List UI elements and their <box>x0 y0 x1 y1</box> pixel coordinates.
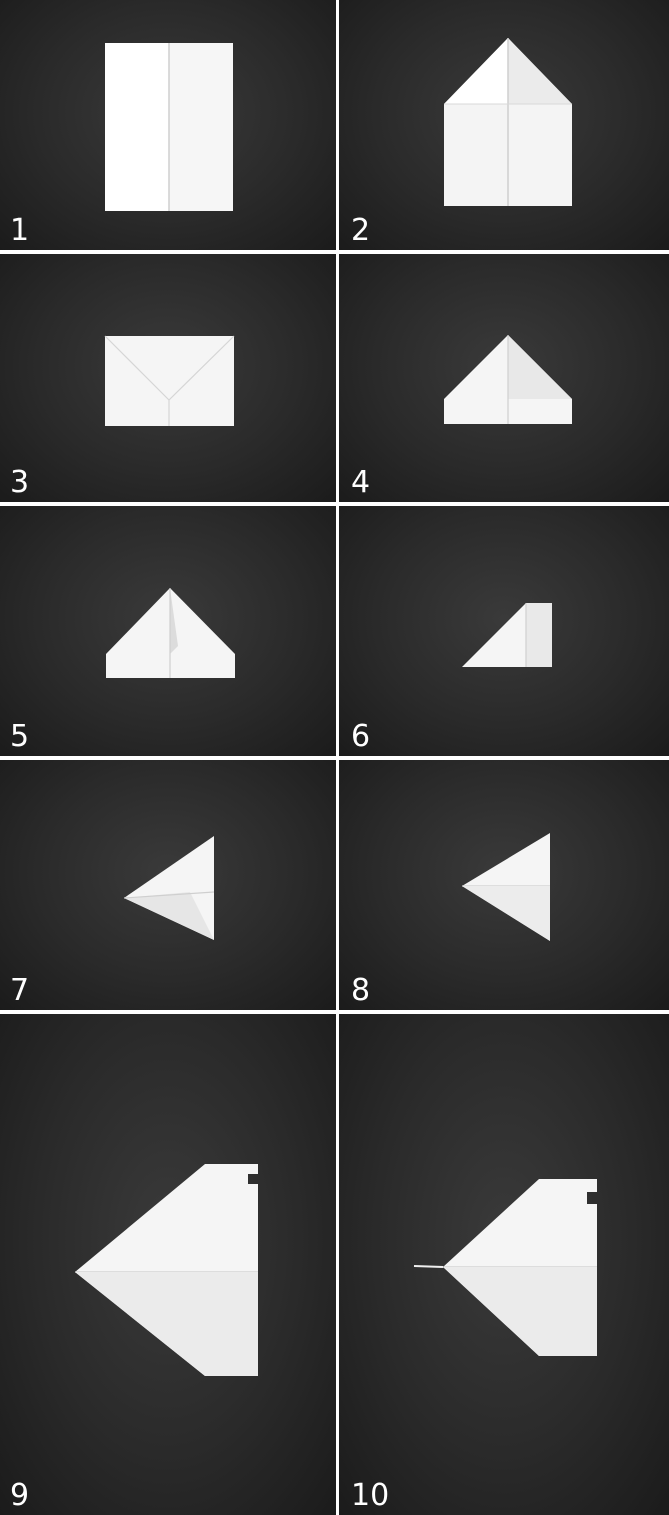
step-number: 8 <box>351 976 370 1006</box>
paper-airplane-top-view <box>0 1014 336 1515</box>
paper-wing-fold <box>0 760 336 1010</box>
step-panel-8: 8 <box>339 760 669 1010</box>
paper-triangle-tucked <box>0 506 336 756</box>
step-panel-6: 6 <box>339 506 669 756</box>
step-panel-5: 5 <box>0 506 336 756</box>
paper-both-wings-folded <box>339 760 669 1010</box>
step-number: 2 <box>351 216 370 246</box>
paper-envelope-fold <box>0 254 336 502</box>
paper-sheet-unfolded <box>0 0 336 250</box>
step-number: 5 <box>10 722 29 752</box>
step-panel-9: 9 <box>0 1014 336 1515</box>
step-number: 1 <box>10 216 29 246</box>
paper-corners-folded <box>339 0 669 250</box>
step-panel-7: 7 <box>0 760 336 1010</box>
step-panel-1: 1 <box>0 0 336 250</box>
step-number: 10 <box>351 1481 389 1511</box>
paper-airplane-finished <box>339 1014 669 1515</box>
step-number: 6 <box>351 722 370 752</box>
step-panel-10: 10 <box>339 1014 669 1515</box>
step-number: 3 <box>10 468 29 498</box>
step-number: 7 <box>10 976 29 1006</box>
step-number: 4 <box>351 468 370 498</box>
step-panel-3: 3 <box>0 254 336 502</box>
step-number: 9 <box>10 1481 29 1511</box>
paper-triangle-fold <box>339 254 669 502</box>
step-panel-4: 4 <box>339 254 669 502</box>
step-panel-2: 2 <box>339 0 669 250</box>
paper-folded-in-half <box>339 506 669 756</box>
